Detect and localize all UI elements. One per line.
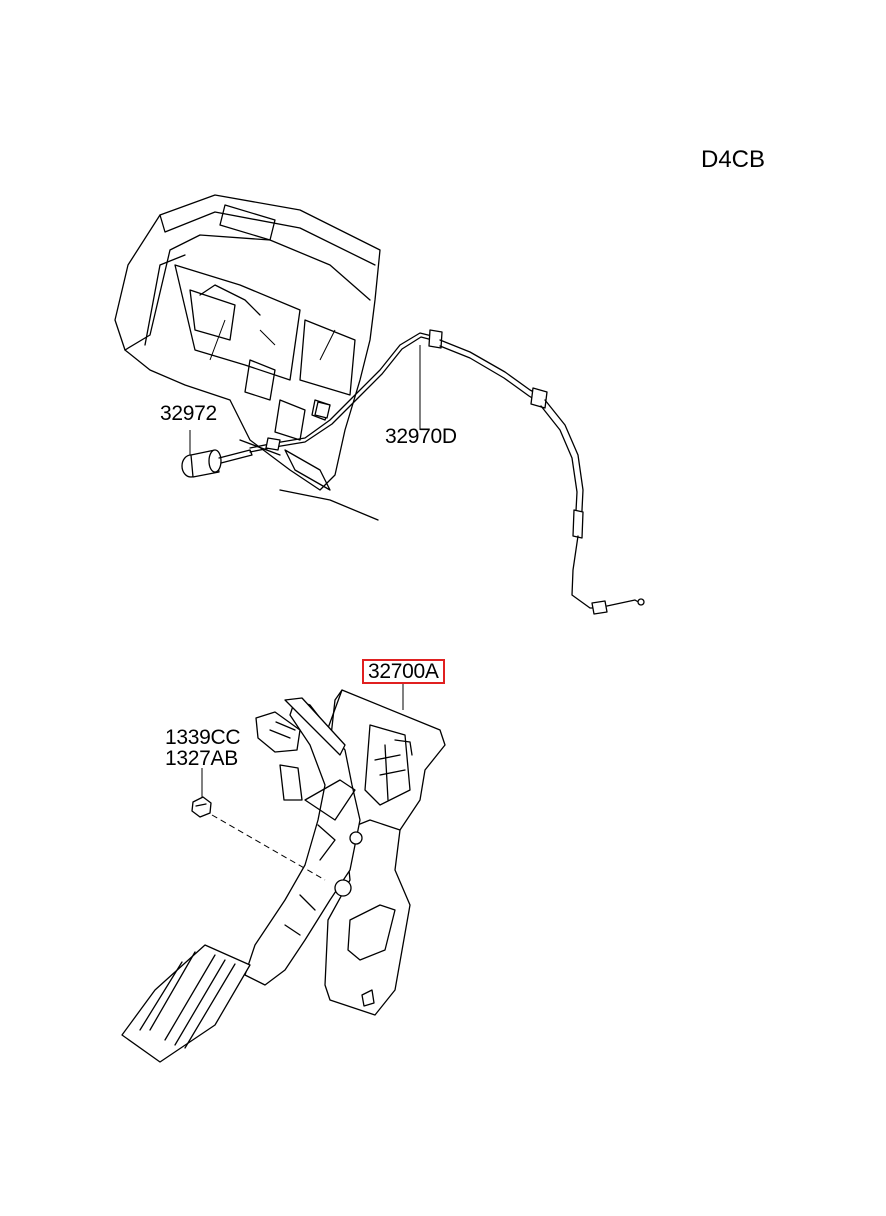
- dashboard-panel: [114, 194, 381, 521]
- nut-mounting-dashline: [211, 814, 326, 881]
- callout-32700A[interactable]: 32700A: [362, 659, 445, 684]
- callout-1327AB: 1327AB: [165, 747, 238, 770]
- accelerator-cable: [249, 329, 645, 615]
- engine-code: D4CB: [701, 146, 766, 173]
- pedal-bracket: [319, 689, 446, 1016]
- callout-1339CC: 1339CC: [165, 726, 241, 749]
- pedal-arm: [244, 697, 363, 986]
- flange-nut: [191, 796, 212, 818]
- sensor-connector: [255, 711, 301, 753]
- pedal-pad: [121, 944, 251, 1063]
- callout-32972: 32972: [160, 402, 217, 425]
- hand-throttle-knob: [181, 449, 253, 478]
- callout-32970D: 32970D: [385, 425, 457, 448]
